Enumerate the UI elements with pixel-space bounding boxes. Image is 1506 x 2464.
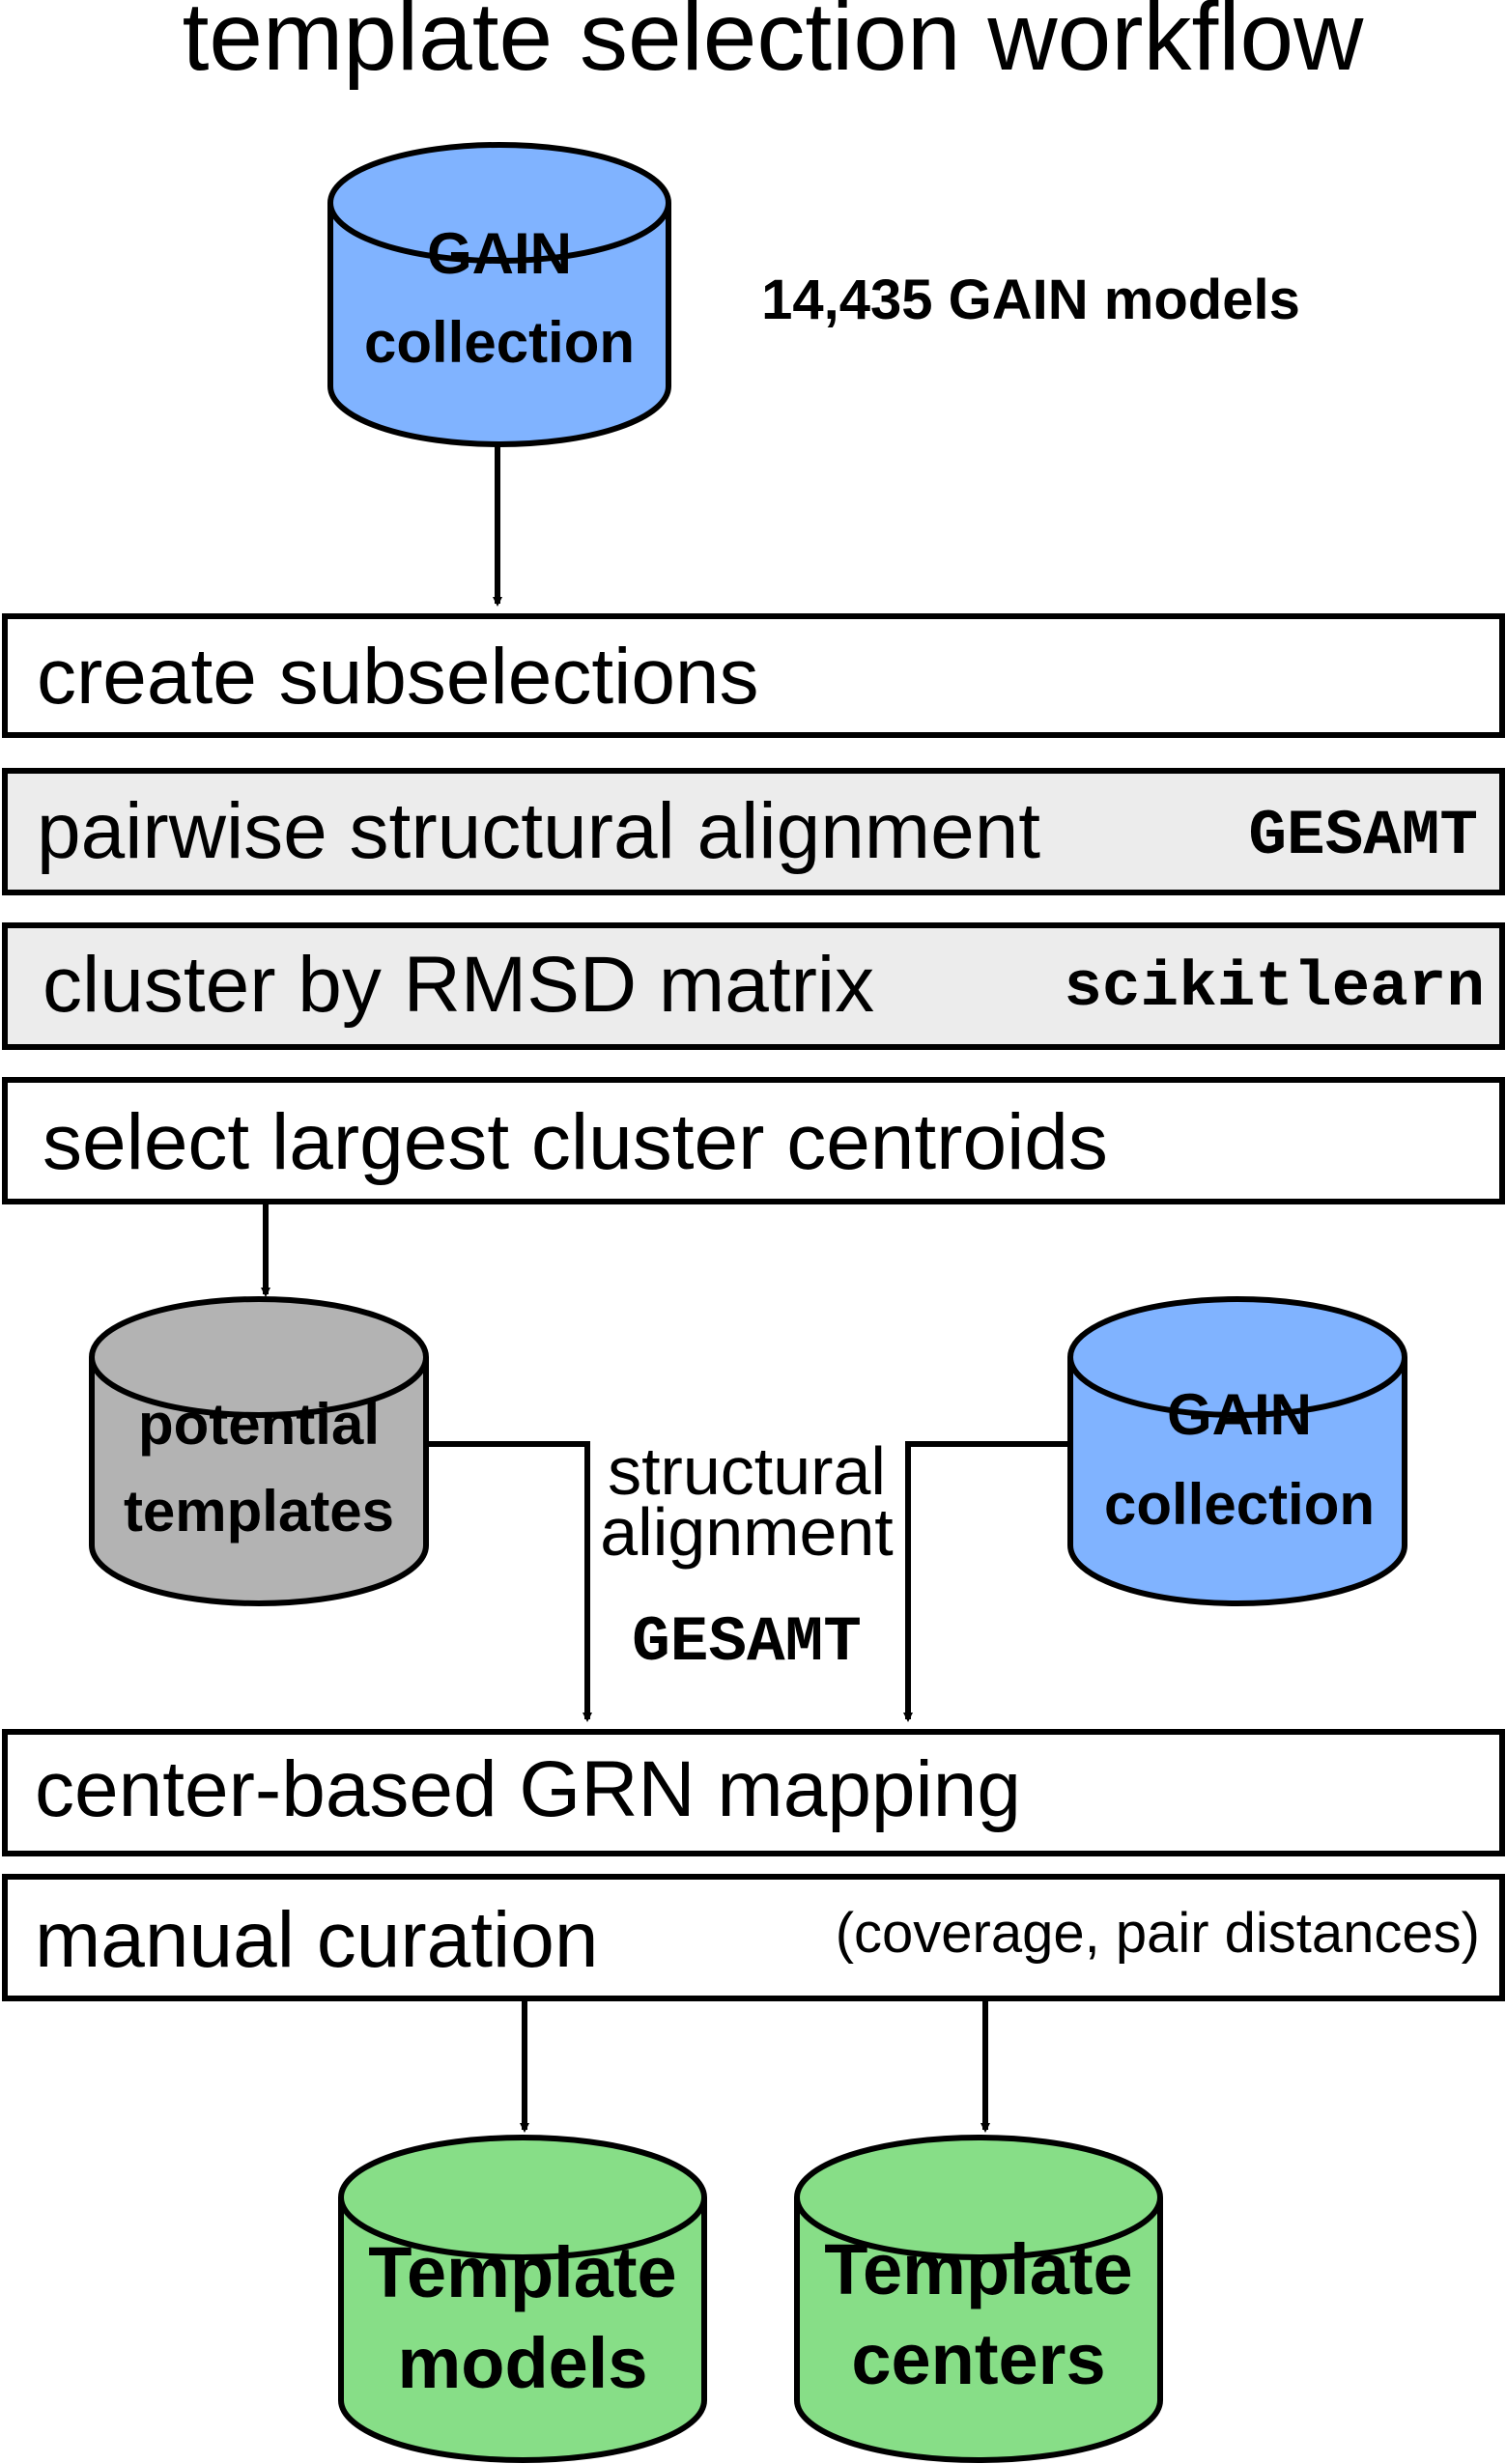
tool-scikitlearn-label: scikitlearn bbox=[1064, 951, 1485, 1024]
step-select-centroids-label: select largest cluster centroids bbox=[43, 1098, 1108, 1186]
step-create-subselections: create subselections bbox=[2, 613, 1505, 738]
alignment-tool-gesamt: GESAMT bbox=[632, 1606, 862, 1679]
potential-templates-line2: templates bbox=[124, 1479, 394, 1544]
template-centers-line2: centers bbox=[851, 2319, 1105, 2399]
step-cluster-rmsd-label: cluster by RMSD matrix bbox=[43, 941, 874, 1029]
template-centers-cylinder: Template centers bbox=[794, 2135, 1163, 2463]
template-models-cylinder: Template models bbox=[338, 2135, 707, 2463]
gain-collection-right-line2: collection bbox=[1104, 1472, 1375, 1537]
curation-criteria-note: (coverage, pair distances) bbox=[836, 1902, 1480, 1965]
arrow-templates-to-mapping bbox=[426, 1441, 592, 1722]
gain-collection-top-line2: collection bbox=[364, 310, 635, 375]
step-grn-mapping-label: center-based GRN mapping bbox=[35, 1745, 1021, 1833]
step-create-subselections-label: create subselections bbox=[37, 633, 759, 721]
potential-templates-line1: potential bbox=[138, 1392, 380, 1457]
gain-collection-cylinder-top: GAIN collection bbox=[327, 142, 671, 447]
gain-collection-right-line1: GAIN bbox=[1167, 1382, 1312, 1447]
step-grn-mapping: center-based GRN mapping bbox=[2, 1729, 1505, 1856]
step-manual-curation-label: manual curation bbox=[35, 1896, 598, 1984]
template-models-line2: models bbox=[397, 2323, 647, 2403]
template-models-line1: Template bbox=[368, 2232, 676, 2312]
gain-collection-top-line1: GAIN bbox=[427, 221, 572, 286]
gain-collection-cylinder-right: GAIN collection bbox=[1067, 1296, 1407, 1606]
step-cluster-rmsd: cluster by RMSD matrix scikitlearn bbox=[2, 922, 1505, 1050]
arrow-gain-to-mapping bbox=[903, 1441, 1070, 1722]
step-manual-curation: manual curation (coverage, pair distance… bbox=[2, 1874, 1505, 2001]
alignment-label-line2: alignment bbox=[600, 1494, 894, 1570]
step-pairwise-alignment: pairwise structural alignment GESAMT bbox=[2, 768, 1505, 895]
step-pairwise-alignment-label: pairwise structural alignment bbox=[37, 787, 1040, 875]
step-select-centroids: select largest cluster centroids bbox=[2, 1077, 1505, 1204]
alignment-label-line1: structural bbox=[608, 1433, 886, 1509]
template-centers-line1: Template bbox=[824, 2229, 1132, 2309]
tool-gesamt-label: GESAMT bbox=[1248, 800, 1478, 872]
potential-templates-cylinder: potential templates bbox=[89, 1296, 429, 1606]
diagram-title: template selection workflow bbox=[183, 0, 1365, 91]
gain-models-count: 14,435 GAIN models bbox=[761, 269, 1300, 331]
